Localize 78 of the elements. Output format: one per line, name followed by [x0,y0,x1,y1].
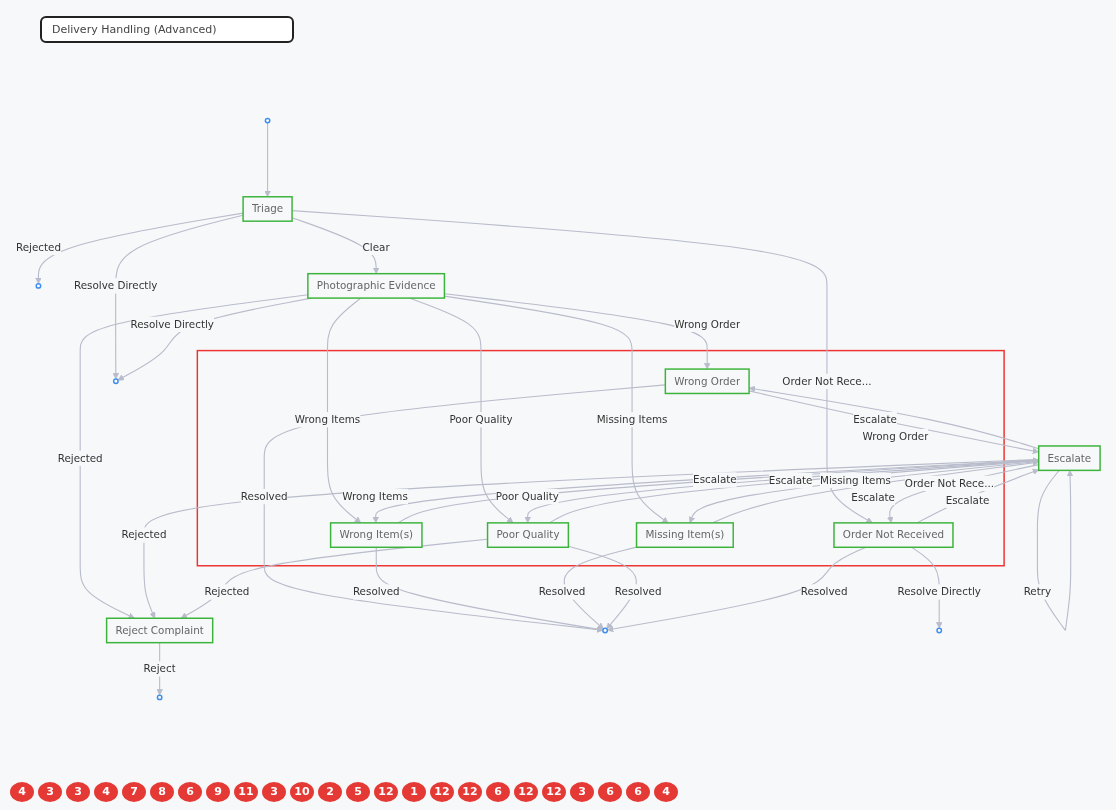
edge-label: Resolved [538,585,586,598]
edge-label: Escalate [945,494,990,506]
node-box: Wrong Order [664,368,750,395]
callout-number: 12 [374,782,398,802]
callout-number: 10 [290,782,314,802]
node-box: Order Not Received [833,522,954,548]
node-box: Reject Complaint [105,617,214,644]
edge-label: Resolved [352,585,400,598]
callout-number: 7 [122,782,146,802]
node-circle [602,627,609,634]
node-box: Missing Item(s) [635,522,734,548]
edge-label: Resolved [240,490,288,503]
callout-number: 9 [206,782,230,802]
callout-number: 6 [486,782,510,802]
arrow [886,464,1040,524]
edge-label: Rejected [204,585,250,598]
edge-label: Escalate [851,491,895,504]
callout-number: 2 [318,782,342,802]
edge-label: Wrong Order [862,430,929,443]
callout-number: 6 [178,782,202,802]
edge-label: Resolve Directly [73,279,158,292]
callout-number: 4 [10,782,34,802]
callout-number: 12 [542,782,566,802]
node-box: Poor Quality [486,522,570,548]
callout-number: 1 [402,782,426,802]
edge-label: Poor Quality [495,490,559,503]
edge-label: Resolved [614,585,662,598]
callout-number: 5 [346,782,370,802]
callout-number: 12 [458,782,482,802]
edge-label: Clear [362,241,390,253]
node-box: Triage [242,196,293,222]
node-circle [112,378,119,385]
node-circle [35,282,42,289]
edge-label: Resolved [800,585,848,598]
callout-number: 11 [234,782,258,802]
edge-label: Retry [1023,585,1052,598]
edge-label: Escalate [693,473,737,486]
cluster [196,349,1005,567]
node-box: Escalate [1037,445,1101,472]
callout-number: 6 [626,782,650,802]
arrow [375,546,604,633]
edge-label: Order Not Rece... [782,374,872,387]
node-box: Wrong Item(s) [329,522,423,548]
edge-label: Resolve Directly [130,318,214,330]
edge-label: Poor Quality [449,413,513,426]
node-box: Photographic Evidence [307,272,446,299]
callout-number: 4 [654,782,678,802]
edge-label: Order Not Rece... [904,477,995,489]
edge-label: Wrong Order [674,318,741,330]
edge-label: Wrong Items [294,413,361,426]
callout-number: 3 [66,782,90,802]
arrow [112,214,244,380]
callout-number: 3 [570,782,594,802]
arrow [264,122,271,198]
callout-number: 8 [150,782,174,802]
callout-number: 6 [598,782,622,802]
node-circle [264,117,271,124]
callout-number: 4 [94,782,118,802]
edge-label: Missing Items [820,474,891,487]
callout-number: 12 [514,782,538,802]
arrow [326,297,362,524]
edge-label: Missing Items [596,413,668,426]
edge-label: Rejected [121,528,167,541]
callout-number: 12 [430,782,454,802]
edge-label: Wrong Items [342,490,408,503]
callout-number: 3 [38,782,62,802]
arrow [35,212,244,284]
callout-number: 3 [262,782,286,802]
arrow [263,384,666,633]
diagram-title: Delivery Handling (Advanced) [40,16,294,43]
edge-label: Escalate [853,413,897,426]
node-circle [936,627,943,634]
edge-label: Escalate [768,474,813,487]
node-circle [156,694,163,701]
edge-label: Rejected [15,241,61,253]
edge-label: Resolve Directly [897,585,981,598]
edge-label: Reject [143,662,176,675]
edge-label: Rejected [57,451,103,464]
